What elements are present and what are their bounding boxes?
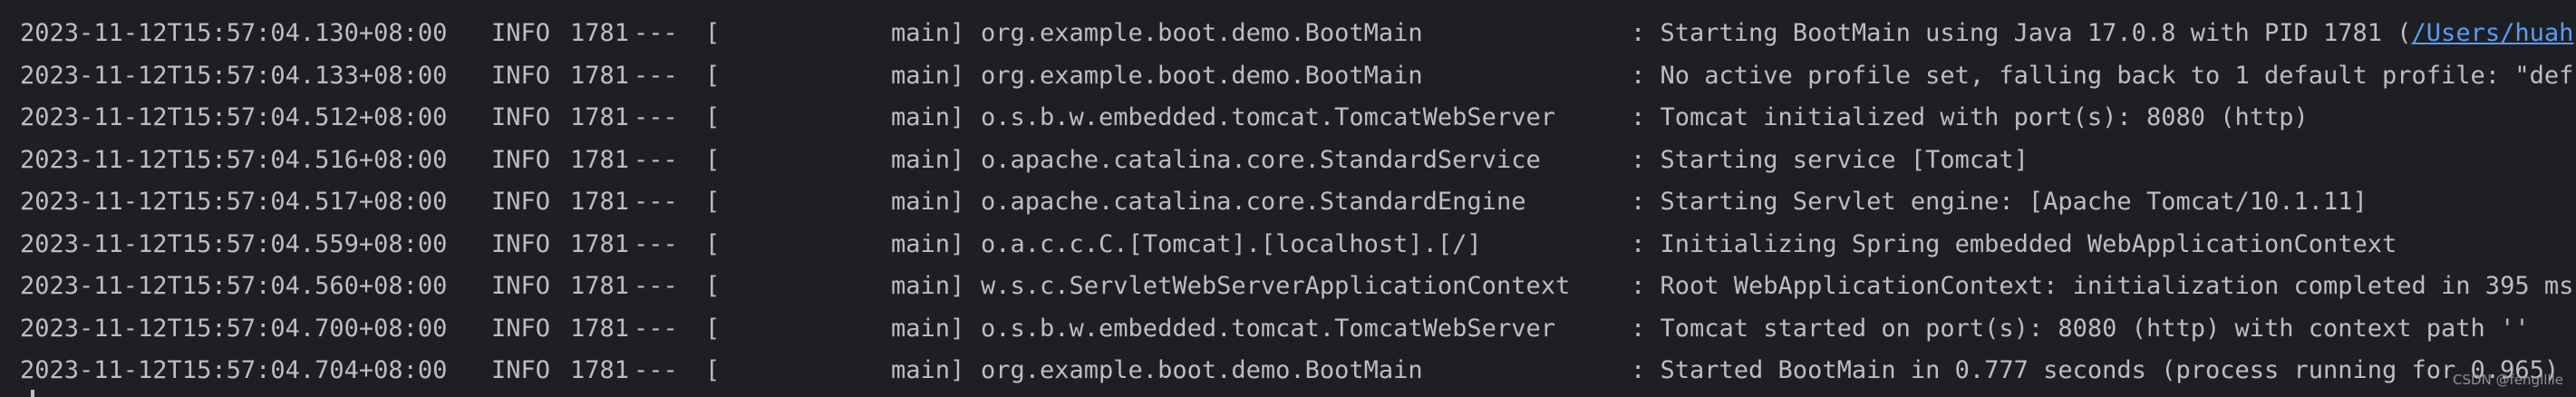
log-separator: --- xyxy=(634,314,678,343)
watermark: CSDN @fenglllle xyxy=(2453,372,2563,388)
log-pid: 1781 xyxy=(570,19,630,47)
log-thread: main] xyxy=(891,19,965,47)
log-logger: o.apache.catalina.core.StandardService xyxy=(981,145,1541,174)
log-message: : Initializing Spring embedded WebApplic… xyxy=(1631,229,2397,258)
log-pid: 1781 xyxy=(570,356,630,384)
log-thread: main] xyxy=(891,145,965,174)
log-logger: o.apache.catalina.core.StandardEngine xyxy=(981,188,1526,216)
log-line: 2023-11-12T15:57:04.512+08:00 INFO 1781---… xyxy=(20,97,2576,140)
log-thread-open-bracket: [ xyxy=(705,314,721,343)
log-level: INFO xyxy=(491,272,551,300)
log-line: 2023-11-12T15:57:04.560+08:00 INFO 1781---… xyxy=(20,266,2576,308)
log-thread-open-bracket: [ xyxy=(705,61,721,90)
log-logger: o.s.b.w.embedded.tomcat.TomcatWebServer xyxy=(981,314,1555,343)
log-line: 2023-11-12T15:57:04.517+08:00 INFO 1781---… xyxy=(20,181,2576,224)
log-separator: --- xyxy=(634,356,678,384)
log-line: 2023-11-12T15:57:04.700+08:00 INFO 1781---… xyxy=(20,308,2576,351)
log-timestamp: 2023-11-12T15:57:04.559+08:00 xyxy=(20,229,448,258)
log-thread-open-bracket: [ xyxy=(705,272,721,300)
log-thread: main] xyxy=(891,356,965,384)
log-level: INFO xyxy=(491,145,551,174)
log-separator: --- xyxy=(634,61,678,90)
log-logger: w.s.c.ServletWebServerApplicationContext xyxy=(981,272,1571,300)
log-line: 2023-11-12T15:57:04.559+08:00 INFO 1781---… xyxy=(20,224,2576,266)
log-message: : Root WebApplicationContext: initializa… xyxy=(1631,272,2574,300)
log-thread: main] xyxy=(891,272,965,300)
log-pid: 1781 xyxy=(570,272,630,300)
log-level: INFO xyxy=(491,188,551,216)
log-pid: 1781 xyxy=(570,229,630,258)
log-message: : Tomcat started on port(s): 8080 (http)… xyxy=(1631,314,2530,343)
log-line: 2023-11-12T15:57:04.133+08:00 INFO 1781---… xyxy=(20,55,2576,98)
log-timestamp: 2023-11-12T15:57:04.560+08:00 xyxy=(20,272,448,300)
log-timestamp: 2023-11-12T15:57:04.512+08:00 xyxy=(20,103,448,131)
log-level: INFO xyxy=(491,314,551,343)
log-logger: o.a.c.c.C.[Tomcat].[localhost].[/] xyxy=(981,229,1482,258)
log-timestamp: 2023-11-12T15:57:04.516+08:00 xyxy=(20,145,448,174)
log-pid: 1781 xyxy=(570,103,630,131)
log-timestamp: 2023-11-12T15:57:04.517+08:00 xyxy=(20,188,448,216)
log-timestamp: 2023-11-12T15:57:04.130+08:00 xyxy=(20,19,448,47)
log-logger: org.example.boot.demo.BootMain xyxy=(981,61,1423,90)
log-thread: main] xyxy=(891,61,965,90)
log-timestamp: 2023-11-12T15:57:04.704+08:00 xyxy=(20,356,448,384)
log-pid: 1781 xyxy=(570,314,630,343)
log-thread: main] xyxy=(891,314,965,343)
log-thread-open-bracket: [ xyxy=(705,19,721,47)
log-message: : Starting Servlet engine: [Apache Tomca… xyxy=(1631,188,2368,216)
log-pid: 1781 xyxy=(570,188,630,216)
log-thread-open-bracket: [ xyxy=(705,103,721,131)
log-separator: --- xyxy=(634,19,678,47)
log-thread: main] xyxy=(891,103,965,131)
log-thread: main] xyxy=(891,229,965,258)
file-path-link[interactable]: /Users/huah xyxy=(2411,19,2574,47)
log-message: : Starting BootMain using Java 17.0.8 wi… xyxy=(1631,13,2573,55)
log-level: INFO xyxy=(491,61,551,90)
log-thread-open-bracket: [ xyxy=(705,229,721,258)
log-thread-open-bracket: [ xyxy=(705,188,721,216)
log-line: 2023-11-12T15:57:04.516+08:00 INFO 1781---… xyxy=(20,140,2576,182)
log-message-text: : Starting BootMain using Java 17.0.8 wi… xyxy=(1631,19,2412,47)
log-logger: o.s.b.w.embedded.tomcat.TomcatWebServer xyxy=(981,103,1555,131)
log-separator: --- xyxy=(634,188,678,216)
log-thread: main] xyxy=(891,188,965,216)
log-pid: 1781 xyxy=(570,145,630,174)
log-thread-open-bracket: [ xyxy=(705,145,721,174)
log-message: : Starting service [Tomcat] xyxy=(1631,145,2029,174)
log-level: INFO xyxy=(491,103,551,131)
log-level: INFO xyxy=(491,356,551,384)
log-level: INFO xyxy=(491,229,551,258)
log-message: : No active profile set, falling back to… xyxy=(1631,61,2574,90)
log-separator: --- xyxy=(634,145,678,174)
log-line: 2023-11-12T15:57:04.130+08:00 INFO 1781---… xyxy=(20,13,2576,55)
log-line: 2023-11-12T15:57:04.704+08:00 INFO 1781---… xyxy=(20,350,2576,392)
log-level: INFO xyxy=(491,19,551,47)
log-logger: org.example.boot.demo.BootMain xyxy=(981,356,1423,384)
log-message: : Tomcat initialized with port(s): 8080 … xyxy=(1631,103,2309,131)
log-pid: 1781 xyxy=(570,61,630,90)
log-message: : Started BootMain in 0.777 seconds (pro… xyxy=(1631,356,2560,384)
log-thread-open-bracket: [ xyxy=(705,356,721,384)
log-separator: --- xyxy=(634,103,678,131)
log-separator: --- xyxy=(634,229,678,258)
text-cursor xyxy=(31,390,34,397)
log-logger: org.example.boot.demo.BootMain xyxy=(981,19,1423,47)
log-timestamp: 2023-11-12T15:57:04.133+08:00 xyxy=(20,61,448,90)
log-separator: --- xyxy=(634,272,678,300)
log-timestamp: 2023-11-12T15:57:04.700+08:00 xyxy=(20,314,448,343)
